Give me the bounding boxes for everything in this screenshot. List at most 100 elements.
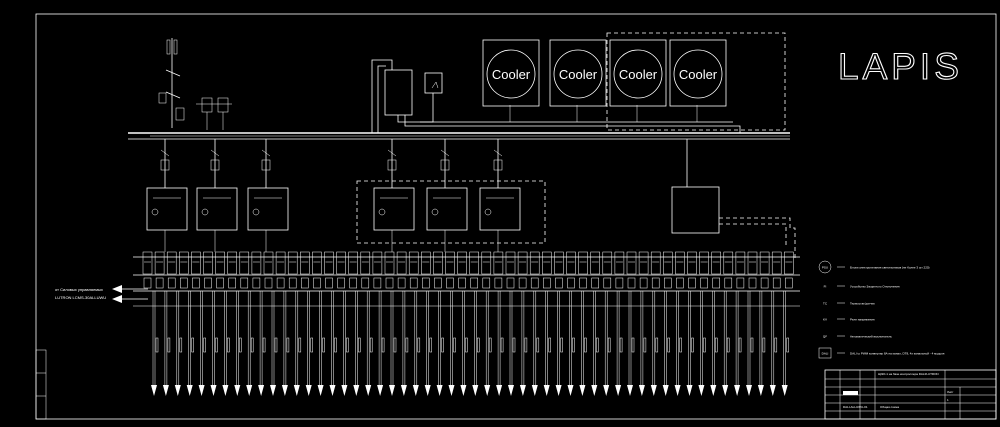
terminal xyxy=(287,251,298,289)
output-arrow xyxy=(460,385,467,396)
terminal xyxy=(433,251,443,289)
psu-module xyxy=(479,139,521,252)
output-arrow xyxy=(329,385,336,396)
output-arrow xyxy=(448,385,455,396)
output-line xyxy=(591,291,599,396)
terminal xyxy=(445,251,455,289)
output-arrow xyxy=(686,385,693,396)
output-line xyxy=(627,291,635,396)
output-line xyxy=(329,291,337,396)
legend-text: DALI to PWM конвертер 8А на канал, DT8, … xyxy=(850,352,945,356)
output-arrow xyxy=(222,385,229,396)
terminal xyxy=(142,251,153,289)
output-line xyxy=(460,291,468,396)
terminal xyxy=(348,251,358,289)
output-arrow xyxy=(484,385,491,396)
drawing-name: Общая схема xyxy=(880,405,899,409)
output-line xyxy=(186,291,194,396)
output-line xyxy=(686,291,694,396)
psu-group-border xyxy=(356,180,546,244)
output-line xyxy=(210,291,218,396)
cooler-label: Cooler xyxy=(619,67,658,82)
terminal xyxy=(312,251,322,289)
output-arrow xyxy=(698,385,705,396)
output-line xyxy=(555,291,563,396)
output-line xyxy=(174,291,183,396)
side-stamp xyxy=(35,349,47,420)
output-line xyxy=(710,291,718,396)
output-line xyxy=(472,291,480,396)
legend-item: DALI DALI to PWM конвертер 8А на канал, D… xyxy=(818,347,945,359)
terminal xyxy=(275,251,286,289)
main-busbar xyxy=(128,132,790,140)
terminal xyxy=(699,251,709,289)
terminal xyxy=(166,251,177,289)
output-arrow xyxy=(722,385,729,396)
cooler-3: Cooler xyxy=(609,39,667,107)
incoming-feeder xyxy=(158,38,232,130)
terminal xyxy=(747,251,758,289)
output-arrow xyxy=(162,385,169,396)
psu-module xyxy=(426,139,468,252)
terminal xyxy=(396,251,407,289)
terminal xyxy=(239,251,250,289)
output-line xyxy=(377,291,385,396)
output-line xyxy=(436,291,444,396)
output-line xyxy=(246,291,254,396)
output-line xyxy=(198,291,206,396)
output-line xyxy=(543,291,551,396)
output-arrow xyxy=(281,385,288,396)
terminal xyxy=(263,251,274,289)
output-line xyxy=(757,291,766,396)
output-line xyxy=(746,291,754,396)
legend-symbol: TC xyxy=(823,302,828,306)
output-arrow xyxy=(757,385,764,396)
terminal xyxy=(191,251,201,289)
legend-symbol: DALI xyxy=(822,352,829,356)
output-arrow xyxy=(662,385,669,396)
terminal xyxy=(251,251,262,289)
output-lines xyxy=(151,291,789,396)
legend-text: Блоки электропитания светильников (не бо… xyxy=(850,266,930,270)
output-line xyxy=(448,291,456,396)
output-arrow xyxy=(638,385,645,396)
output-arrow xyxy=(710,385,717,396)
output-arrow xyxy=(472,385,479,396)
output-arrow xyxy=(650,385,657,396)
output-line xyxy=(650,291,659,396)
output-arrow xyxy=(746,385,752,396)
terminal xyxy=(650,251,661,289)
terminal xyxy=(771,251,782,289)
output-arrow xyxy=(436,385,443,396)
external-connection: от Силовых управляемых LUTRON LCMS-30ALL… xyxy=(55,285,148,303)
terminal xyxy=(336,251,346,289)
output-arrow xyxy=(341,385,348,396)
sheet-number: 1 xyxy=(947,398,949,402)
terminal xyxy=(735,251,746,289)
terminal xyxy=(360,251,371,289)
output-arrow xyxy=(270,385,276,396)
output-arrow xyxy=(365,385,372,396)
output-arrow xyxy=(591,385,598,396)
dali-controller xyxy=(671,186,720,234)
output-line xyxy=(496,291,504,396)
output-line xyxy=(519,291,528,396)
terminal xyxy=(300,251,310,289)
output-arrow xyxy=(424,385,431,396)
terminal xyxy=(759,251,770,289)
terminal xyxy=(421,251,431,289)
output-arrow xyxy=(508,385,514,396)
terminal xyxy=(469,251,479,289)
output-arrow xyxy=(174,385,181,396)
output-line xyxy=(317,291,325,396)
psu-module xyxy=(247,139,289,252)
controller-unit xyxy=(371,59,741,133)
output-arrow xyxy=(769,385,776,396)
output-arrow xyxy=(496,385,503,396)
output-arrow xyxy=(210,385,217,396)
output-arrow xyxy=(377,385,384,396)
terminal xyxy=(784,251,794,289)
